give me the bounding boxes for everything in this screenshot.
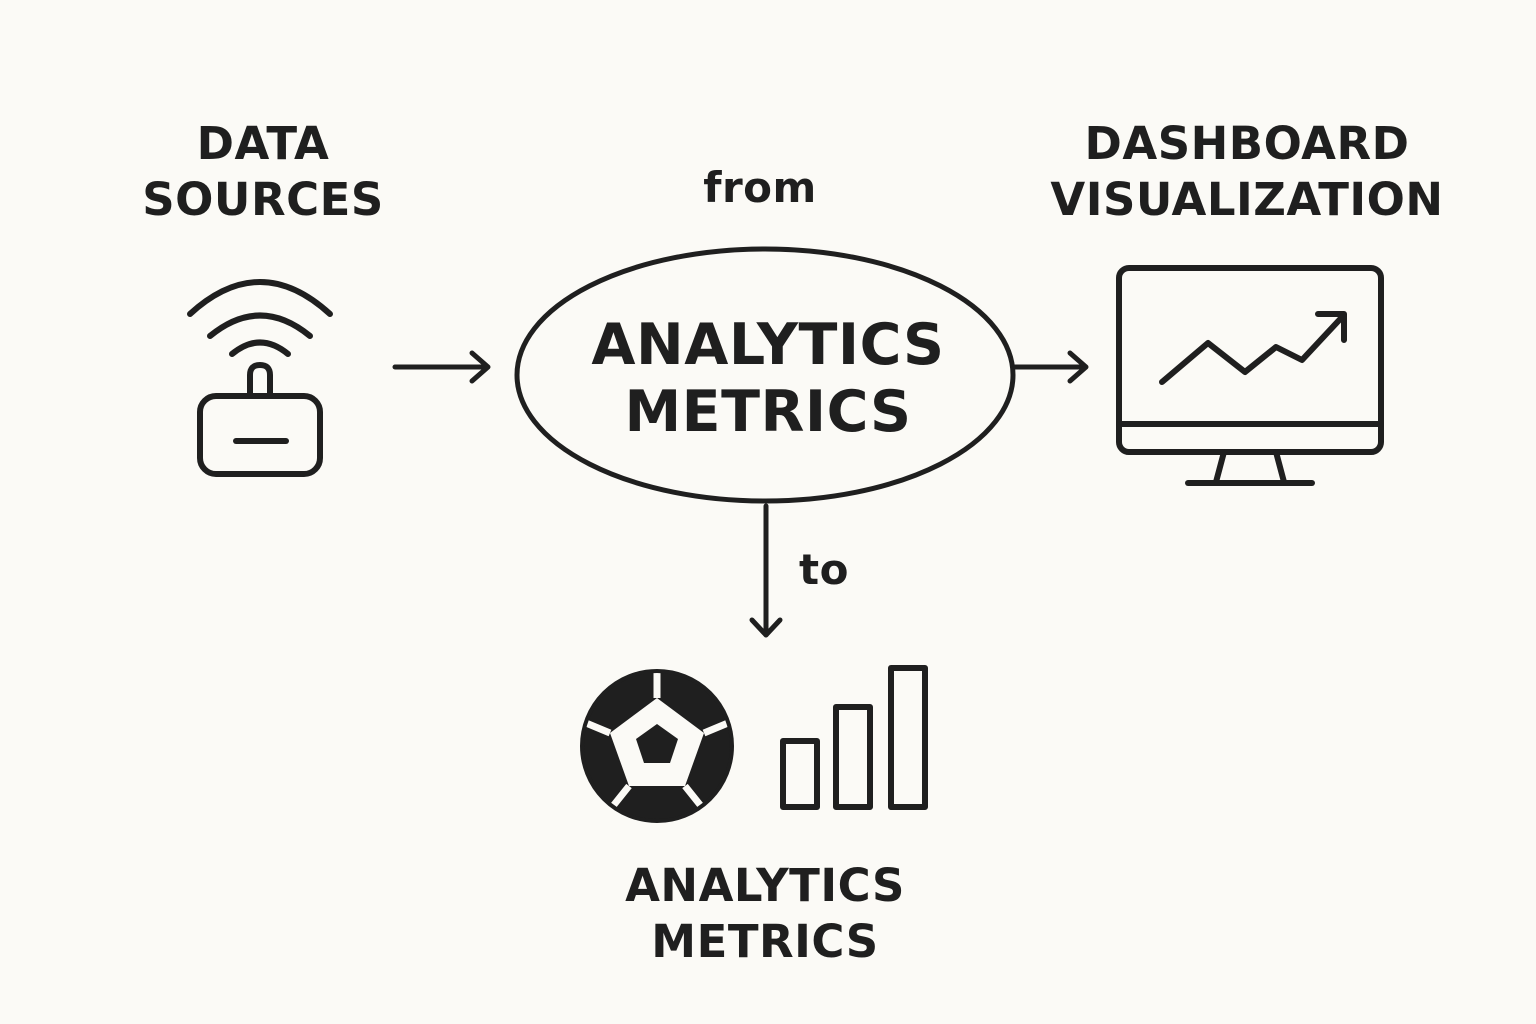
- center-line-1: ANALYTICS: [591, 312, 945, 378]
- monitor-chart-icon: [1116, 265, 1384, 486]
- bottom-line-2: METRICS: [651, 915, 879, 969]
- bottom-analytics-metrics-title: ANALYTICS METRICS: [595, 858, 935, 971]
- from-label: from: [703, 163, 817, 212]
- data-sources-line-2: SOURCES: [142, 173, 384, 227]
- center-ellipse: [514, 246, 1016, 504]
- bar-chart-icon: [780, 665, 928, 810]
- arrow-sources-to-center: [392, 350, 491, 384]
- center-analytics-metrics-label: ANALYTICS METRICS: [548, 312, 988, 447]
- to-label: to: [799, 545, 849, 594]
- dashboard-line-1: DASHBOARD: [1084, 117, 1410, 170]
- dashboard-visualization-title: DASHBOARD VISUALIZATION: [1042, 116, 1452, 229]
- data-sources-line-1: DATA: [196, 117, 330, 170]
- wifi-router-icon: [187, 279, 333, 477]
- data-sources-title: DATA SOURCES: [118, 116, 408, 229]
- bottom-line-1: ANALYTICS: [625, 859, 905, 912]
- soccer-ball-icon: [580, 669, 734, 823]
- center-line-2: METRICS: [624, 379, 912, 446]
- arrow-center-to-dashboard: [1012, 350, 1089, 384]
- arrow-center-to-bottom: [749, 503, 783, 638]
- dashboard-line-2: VISUALIZATION: [1050, 173, 1444, 227]
